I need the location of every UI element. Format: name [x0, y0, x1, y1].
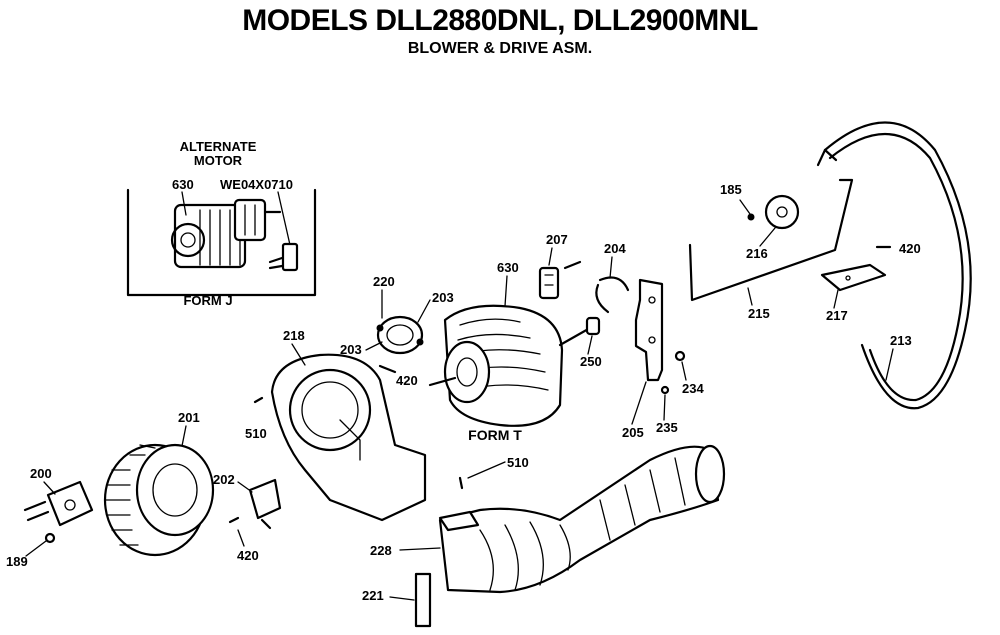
- bracket-217: [820, 263, 887, 292]
- inset-frame: [126, 188, 317, 297]
- label-we04x0710: WE04X0710: [220, 177, 293, 192]
- label-420-motor: 420: [396, 373, 418, 388]
- drive-motor: [428, 304, 601, 427]
- label-221: 221: [362, 588, 384, 603]
- label-250: 250: [580, 354, 602, 369]
- label-207: 207: [546, 232, 568, 247]
- label-217: 217: [826, 308, 848, 323]
- label-630: 630: [497, 260, 519, 275]
- label-216: 216: [746, 246, 768, 261]
- label-203-top: 203: [432, 290, 454, 305]
- label-220: 220: [373, 274, 395, 289]
- diagram-title: MODELS DLL2880DNL, DLL2900MNL: [242, 4, 758, 37]
- label-235: 235: [656, 420, 678, 435]
- label-218: 218: [283, 328, 305, 343]
- alternate-motor: [170, 198, 282, 269]
- label-189: 189: [6, 554, 28, 569]
- bracket-202: [248, 478, 282, 530]
- centrifugal-switch: [538, 260, 582, 300]
- label-215: 215: [748, 306, 770, 321]
- thermostat-200: [23, 480, 94, 544]
- alternate-motor-inset: ALTERNATE MOTOR FORM J 630 WE04X0710: [126, 139, 317, 308]
- label-228: 228: [370, 543, 392, 558]
- idler-arm-215: [688, 178, 854, 302]
- idler-pulley-216: [747, 194, 800, 230]
- blower-wheel: [103, 443, 215, 557]
- exhaust-duct: [438, 444, 726, 594]
- inset-form-label: FORM J: [183, 293, 232, 308]
- pad-221: [414, 572, 432, 628]
- label-204: 204: [604, 241, 626, 256]
- label-630-inset: 630: [172, 177, 194, 192]
- motor-mount-ring: [376, 315, 424, 355]
- label-205: 205: [622, 425, 644, 440]
- inset-heading-line1: ALTERNATE: [180, 139, 257, 154]
- label-185: 185: [720, 182, 742, 197]
- drive-belt-213: [816, 121, 972, 410]
- label-420-bottom: 420: [237, 548, 259, 563]
- label-420-right: 420: [899, 241, 921, 256]
- label-201: 201: [178, 410, 200, 425]
- alternate-switch: [268, 242, 299, 272]
- label-200: 200: [30, 466, 52, 481]
- blower-housing: [270, 353, 427, 522]
- diagram-subtitle: BLOWER & DRIVE ASM.: [407, 40, 593, 57]
- label-202: 202: [213, 472, 235, 487]
- label-203-left: 203: [340, 342, 362, 357]
- label-510-housing: 510: [245, 426, 267, 441]
- label-510-duct: 510: [507, 455, 529, 470]
- label-213: 213: [890, 333, 912, 348]
- form-t-label: FORM T: [468, 427, 522, 443]
- inset-heading-line2: MOTOR: [194, 153, 243, 168]
- bracket-205: [595, 276, 664, 382]
- label-234: 234: [682, 381, 704, 396]
